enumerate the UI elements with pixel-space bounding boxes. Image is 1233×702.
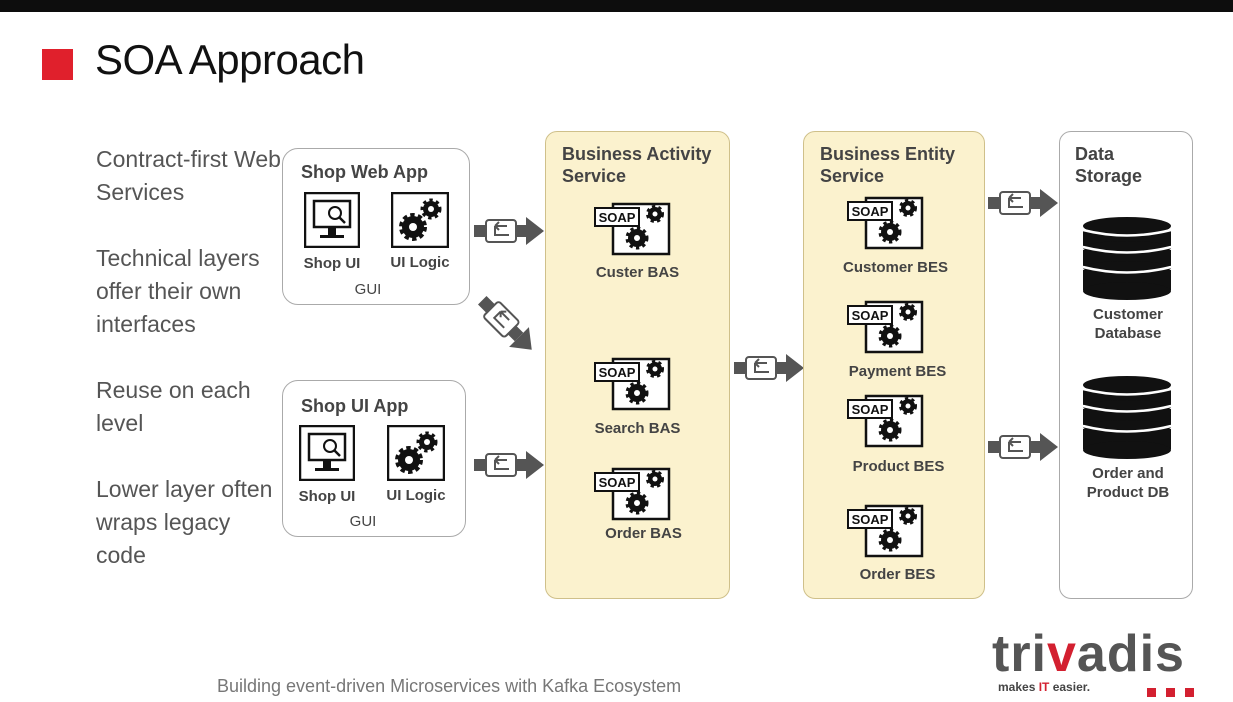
monitor-icon <box>299 425 355 481</box>
soap-service-icon: SOAP <box>594 357 671 411</box>
gears-icon <box>391 192 449 248</box>
shop-web-app-title: Shop Web App <box>301 162 428 182</box>
soap-service-icon: SOAP <box>594 467 671 521</box>
database-icon <box>1082 376 1172 459</box>
database-icon <box>1082 217 1172 300</box>
bas-service-label: Custer BAS <box>595 264 680 281</box>
bes-service-label: Customer BES <box>842 259 949 276</box>
slide-title: SOA Approach <box>95 36 365 83</box>
bullet-item: Contract-first Web Services <box>96 146 281 205</box>
svg-text:SOAP: SOAP <box>599 365 636 380</box>
gears-icon <box>387 425 445 481</box>
bes-layer-title: Business Entity Service <box>820 144 956 186</box>
trivadis-logo: trivadis <box>992 628 1185 680</box>
shop-ui-label: Shop UI <box>298 488 356 505</box>
title-bullet-square <box>42 49 73 80</box>
interface-arrow-icon <box>474 217 544 245</box>
soap-service-icon: SOAP <box>847 300 924 354</box>
gui-caption: GUI <box>354 281 382 298</box>
data-storage-title: Data Storage <box>1075 144 1143 186</box>
top-bar <box>0 0 1233 12</box>
svg-text:SOAP: SOAP <box>852 204 889 219</box>
bas-service-label: Search BAS <box>594 420 681 437</box>
tagline-part: easier. <box>1049 680 1091 694</box>
svg-text:SOAP: SOAP <box>599 475 636 490</box>
bes-service-label: Payment BES <box>848 363 947 380</box>
logo-text-part: v <box>1047 625 1077 683</box>
bullet-item: Technical layers offer their own interfa… <box>96 245 260 337</box>
interface-arrow-icon <box>474 451 544 479</box>
bullet-item: Reuse on each level <box>96 377 251 436</box>
svg-text:SOAP: SOAP <box>599 210 636 225</box>
order-product-db-label: Order and Product DB <box>1086 465 1170 501</box>
soap-service-icon: SOAP <box>847 504 924 558</box>
shop-web-app-box: Shop Web App Shop UI UI Logic GUI <box>282 148 470 305</box>
svg-text:SOAP: SOAP <box>852 402 889 417</box>
svg-text:SOAP: SOAP <box>852 512 889 527</box>
shop-ui-label: Shop UI <box>303 255 361 272</box>
bas-service-label: Order BAS <box>605 525 682 542</box>
interface-arrow-icon <box>988 189 1058 217</box>
business-entity-service-layer: Business Entity Service SOAP Customer BE… <box>803 131 985 599</box>
logo-tagline: makes IT easier. <box>998 680 1090 694</box>
data-storage-layer: Data Storage Customer Database Order and… <box>1059 131 1193 599</box>
ui-logic-label: UI Logic <box>390 254 450 271</box>
soap-service-icon: SOAP <box>847 394 924 448</box>
bullet-list: Contract-first Web Services Technical la… <box>96 143 286 605</box>
bes-service-label: Order BES <box>859 566 936 583</box>
interface-arrow-icon <box>734 354 804 382</box>
business-activity-service-layer: Business Activity Service SOAP Custer BA… <box>545 131 730 599</box>
svg-text:SOAP: SOAP <box>852 308 889 323</box>
bullet-item: Lower layer often wraps legacy code <box>96 476 273 568</box>
soap-service-icon: SOAP <box>594 202 671 256</box>
shop-ui-app-title: Shop UI App <box>301 396 409 416</box>
monitor-icon <box>304 192 360 248</box>
tagline-part: makes <box>998 680 1039 694</box>
slide-footer: Building event-driven Microservices with… <box>217 676 682 696</box>
ui-logic-label: UI Logic <box>386 487 446 504</box>
bas-layer-title: Business Activity Service <box>562 144 712 186</box>
tagline-part: IT <box>1038 680 1050 694</box>
soap-service-icon: SOAP <box>847 196 924 250</box>
gui-caption: GUI <box>349 513 377 530</box>
interface-arrow-icon <box>988 433 1058 461</box>
bes-service-label: Product BES <box>852 458 945 475</box>
interface-arrow-icon <box>478 296 532 350</box>
logo-text-part: tri <box>992 625 1047 683</box>
logo-text-part: adis <box>1076 625 1185 683</box>
customer-database-label: Customer Database <box>1092 306 1163 342</box>
logo-dots <box>1137 684 1194 702</box>
shop-ui-app-box: Shop UI App Shop UI UI Logic GUI <box>282 380 466 537</box>
